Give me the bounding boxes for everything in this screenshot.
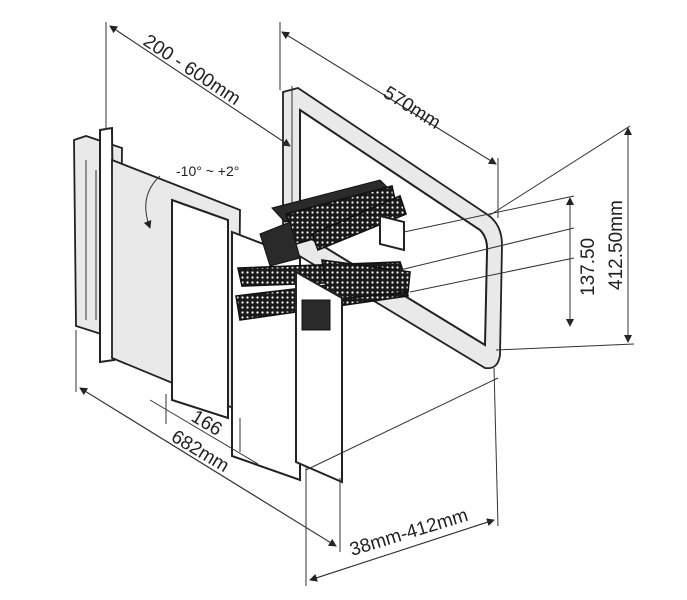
dim-tilt: -10° ~ +2° xyxy=(143,163,239,229)
plate-width-label: 570mm xyxy=(379,82,444,133)
mid-height-label: 137.50 xyxy=(578,238,599,296)
plate-height-label: 412.50mm xyxy=(606,200,627,290)
tilt-label: -10° ~ +2° xyxy=(176,163,239,179)
dim-mid-height: 137.50 xyxy=(399,195,599,327)
wall-width-label: 682mm xyxy=(167,426,232,477)
wall-plate xyxy=(73,126,123,364)
extension-label: 38mm-412mm xyxy=(347,505,470,561)
dim-plate-height: 412.50mm xyxy=(489,125,635,351)
dim-vesa-range: 200 - 600mm xyxy=(105,22,293,150)
vesa-range-label: 200 - 600mm xyxy=(139,31,244,110)
articulating-arms xyxy=(235,179,411,484)
